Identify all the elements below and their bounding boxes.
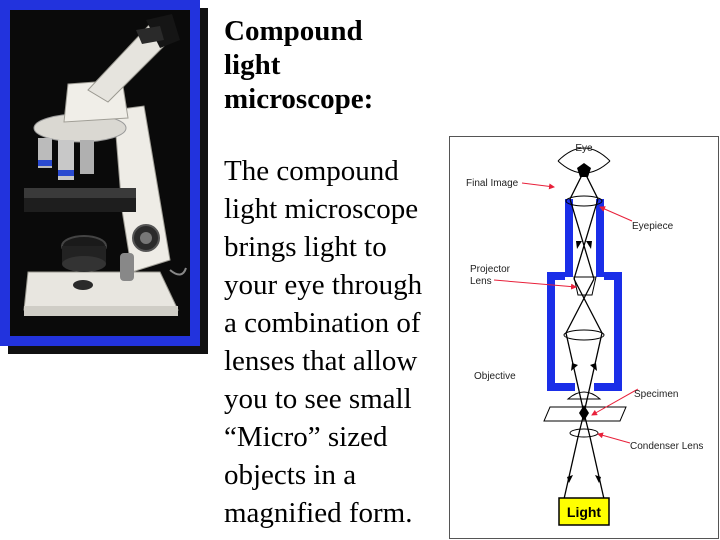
body-line: objects in a (224, 459, 357, 491)
condenser-lens-icon (569, 428, 599, 438)
projector-lens-label-line1: Projector (470, 264, 511, 275)
microscope-photo-frame (0, 0, 200, 346)
objective-lens-icon (563, 329, 605, 341)
body-line: The compound (224, 155, 399, 187)
title-line: light (224, 49, 281, 81)
label-pointers (493, 182, 639, 444)
specimen-label: Specimen (634, 389, 678, 400)
body-line: lenses that allow (224, 345, 418, 377)
body-line: brings light to (224, 231, 387, 263)
objective-label: Objective (474, 371, 516, 382)
optics-diagram-svg: Light Eye Final Image Eyepiece Projector… (466, 143, 703, 526)
body-line: “Micro” sized (224, 421, 388, 453)
eye-label: Eye (575, 143, 593, 154)
microscope-illustration (23, 14, 187, 316)
light-rays (563, 170, 605, 500)
body-line: your eye through (224, 269, 423, 301)
body-line: magnified form. (224, 497, 413, 529)
slide-title: Compound light microscope: (224, 14, 424, 116)
body-text: The compound light microscope brings lig… (224, 152, 446, 532)
body-line: you to see small (224, 383, 412, 415)
light-label: Light (567, 504, 602, 520)
eye-icon (557, 147, 611, 177)
optics-diagram: Light Eye Final Image Eyepiece Projector… (449, 136, 719, 539)
microscope-tube (547, 199, 622, 391)
objective-front-lens-icon (566, 391, 602, 400)
ray-arrowheads (567, 241, 601, 483)
final-image-label: Final Image (466, 178, 519, 189)
light-source-box (558, 497, 610, 526)
projector-lens-label-line2: Lens (470, 276, 492, 287)
title-line: microscope: (224, 83, 374, 115)
microscope-photo (10, 10, 190, 336)
title-line: Compound (224, 15, 363, 47)
eyepiece-label: Eyepiece (632, 221, 674, 232)
body-line: a combination of (224, 307, 421, 339)
eyepiece-lens-icon (565, 195, 603, 207)
body-line: light microscope (224, 193, 419, 225)
condenser-lens-label: Condenser Lens (630, 441, 703, 452)
